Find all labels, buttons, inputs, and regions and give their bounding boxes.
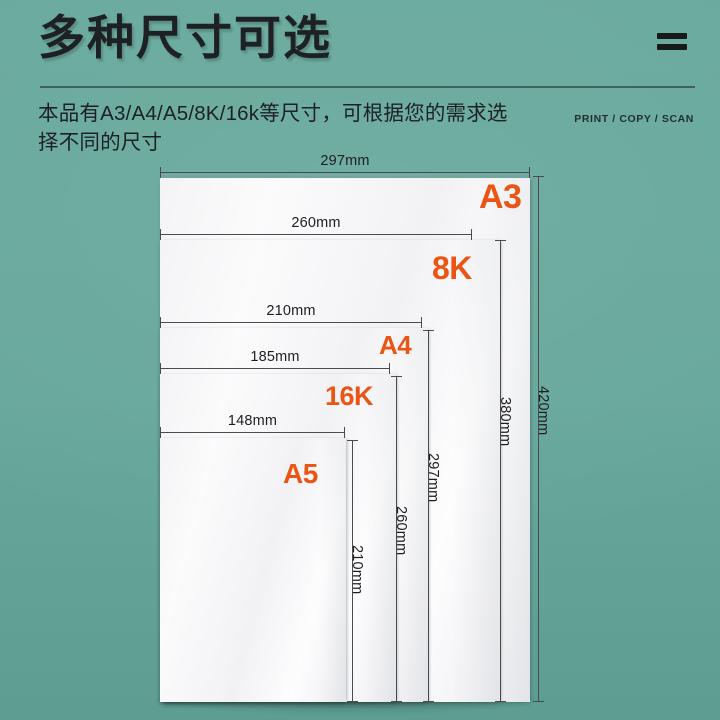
dimension-width-a3: 297mm <box>160 153 530 178</box>
dimension-cap-bottom <box>391 701 402 702</box>
hamburger-icon[interactable] <box>657 33 687 51</box>
dimension-cap-right <box>344 427 345 438</box>
dimension-width-a4: 210mm <box>160 303 422 328</box>
dimension-cap-top <box>423 330 434 331</box>
dimension-cap-top <box>391 376 402 377</box>
size-label-16k: 16K <box>325 381 374 411</box>
dimension-width-16k: 185mm <box>160 349 390 374</box>
dimension-cap-left <box>160 363 161 374</box>
dimension-height-a4: 297mm <box>423 330 441 702</box>
dimension-cap-bottom <box>423 701 434 702</box>
dimension-height-16k-label: 260mm <box>393 506 409 556</box>
dimension-cap-right <box>529 167 530 178</box>
dimension-height-16k: 260mm <box>391 376 409 702</box>
dimension-cap-right <box>389 363 390 374</box>
tagline: PRINT / COPY / SCAN <box>574 113 694 125</box>
dimension-width-a5-label: 148mm <box>227 413 278 429</box>
dimension-cap-left <box>160 229 161 240</box>
dimension-width-16k-label: 185mm <box>250 349 300 365</box>
size-label-a5: A5 <box>283 458 318 489</box>
dimension-height-8k: 380mm <box>495 240 513 702</box>
dimension-height-a5-label: 210mm <box>349 544 365 595</box>
dimension-cap-left <box>160 427 161 438</box>
dimension-width-a5: 148mm <box>160 413 345 438</box>
dimension-height-a3: 420mm <box>533 176 551 702</box>
dimension-height-a5: 210mm <box>347 440 365 702</box>
dimension-height-a3-label: 420mm <box>535 386 551 436</box>
dimension-width-a4-label: 210mm <box>266 303 316 319</box>
dimension-width-8k: 260mm <box>160 215 472 240</box>
paper-sheet-a5[interactable] <box>160 438 346 702</box>
dimension-cap-top <box>495 240 506 241</box>
dimension-cap-bottom <box>495 701 506 702</box>
dimension-height-a4-label: 297mm <box>425 452 441 503</box>
hamburger-bar-2 <box>657 44 687 50</box>
size-label-a3: A3 <box>479 178 522 216</box>
page-title: 多种尺寸可选 <box>38 11 332 64</box>
size-label-8k: 8K <box>432 250 472 286</box>
dimension-cap-top <box>533 176 544 177</box>
header: 多种尺寸可选 本品有A3/A4/A5/8K/16k等尺寸，可根据您的需求选择不同… <box>0 0 720 160</box>
dimension-cap-left <box>160 317 161 328</box>
dimension-width-8k-label: 260mm <box>291 215 341 231</box>
header-divider <box>40 86 695 88</box>
dimension-cap-left <box>160 167 161 178</box>
dimension-cap-right <box>471 229 472 240</box>
page-subtitle: 本品有A3/A4/A5/8K/16k等尺寸，可根据您的需求选择不同的尺寸 <box>38 102 508 155</box>
dimension-cap-bottom <box>533 701 544 702</box>
dimension-cap-bottom <box>347 701 358 702</box>
dimension-width-a3-label: 297mm <box>320 153 370 169</box>
hamburger-bar-1 <box>657 33 687 39</box>
dimension-cap-top <box>347 440 358 441</box>
stack-ground-shadow <box>150 698 550 716</box>
dimension-height-8k-label: 380mm <box>497 397 513 447</box>
size-label-a4: A4 <box>379 330 412 360</box>
dimension-cap-right <box>421 317 422 328</box>
